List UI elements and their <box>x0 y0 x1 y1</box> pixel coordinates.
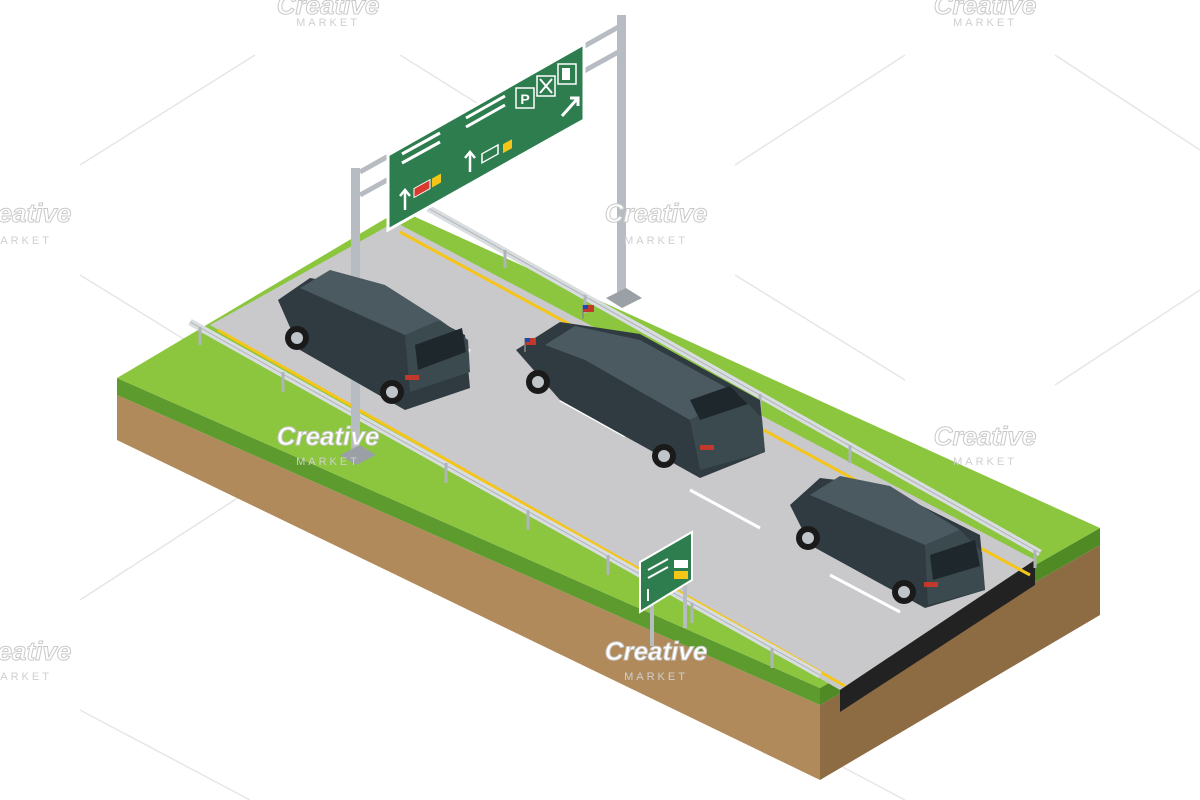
flag-icon <box>524 338 536 352</box>
gantry-pole-right <box>617 15 626 300</box>
route-badge-yellow-icon <box>432 173 441 188</box>
watermark-top-center: Creative MARKET <box>276 0 380 29</box>
svg-text:MARKET: MARKET <box>296 17 360 29</box>
svg-text:P: P <box>520 91 529 107</box>
exit-arrow-icon <box>560 96 580 117</box>
watermark-mid-left: Creative MARKET <box>0 198 72 248</box>
route-badge-red-icon <box>413 178 431 199</box>
soil-left-face <box>117 395 820 780</box>
gantry-base-right <box>606 288 642 308</box>
road-edge <box>840 560 1035 712</box>
watermark-mid-center: Creative MARKET <box>604 198 708 248</box>
svg-text:Creative: Creative <box>605 198 708 228</box>
svg-text:MARKET: MARKET <box>624 235 688 247</box>
parking-icon: P <box>515 87 535 109</box>
svg-text:MARKET: MARKET <box>0 235 52 247</box>
svg-text:Creative: Creative <box>605 636 708 666</box>
svg-text:Creative: Creative <box>0 636 71 666</box>
arrow-up-icon <box>399 188 411 210</box>
soil-right-face <box>820 545 1100 780</box>
roadside-sign <box>639 530 693 646</box>
restaurant-icon <box>536 75 556 97</box>
guard-rail-left <box>188 318 822 679</box>
sign-lines <box>401 94 506 165</box>
svg-text:MARKET: MARKET <box>624 671 688 683</box>
watermark-bottom-center: Creative MARKET <box>604 636 708 684</box>
watermark-center-right: Creative MARKET <box>933 421 1037 469</box>
suv-vehicle <box>790 476 985 608</box>
gantry-base-left <box>340 445 376 465</box>
svg-text:Creative: Creative <box>277 421 380 451</box>
arrow-up-icon-2 <box>464 150 476 172</box>
route-badge-outline-icon <box>481 143 499 164</box>
flag-icon-2 <box>582 305 594 319</box>
overhead-sign-board <box>386 41 586 233</box>
svg-text:MARKET: MARKET <box>296 456 360 468</box>
svg-text:Creative: Creative <box>277 0 380 20</box>
svg-text:MARKET: MARKET <box>0 671 52 683</box>
watermark-center-left: Creative MARKET <box>276 421 380 469</box>
svg-text:MARKET: MARKET <box>953 456 1017 468</box>
svg-text:Creative: Creative <box>0 198 71 228</box>
minivan-vehicle <box>278 270 470 410</box>
roadside-sign-board <box>639 530 693 614</box>
svg-text:Creative: Creative <box>934 421 1037 451</box>
svg-text:Creative: Creative <box>934 0 1037 20</box>
svg-text:MARKET: MARKET <box>953 17 1017 29</box>
fuel-icon <box>557 63 577 85</box>
limousine-vehicle <box>516 305 765 478</box>
watermark-bottom-left: Creative MARKET <box>0 636 72 684</box>
route-badge-yellow-icon-2 <box>503 139 512 154</box>
watermark-top-right: Creative MARKET <box>933 0 1037 29</box>
grass-left-edge <box>117 378 820 705</box>
ground-slab <box>117 210 1100 780</box>
